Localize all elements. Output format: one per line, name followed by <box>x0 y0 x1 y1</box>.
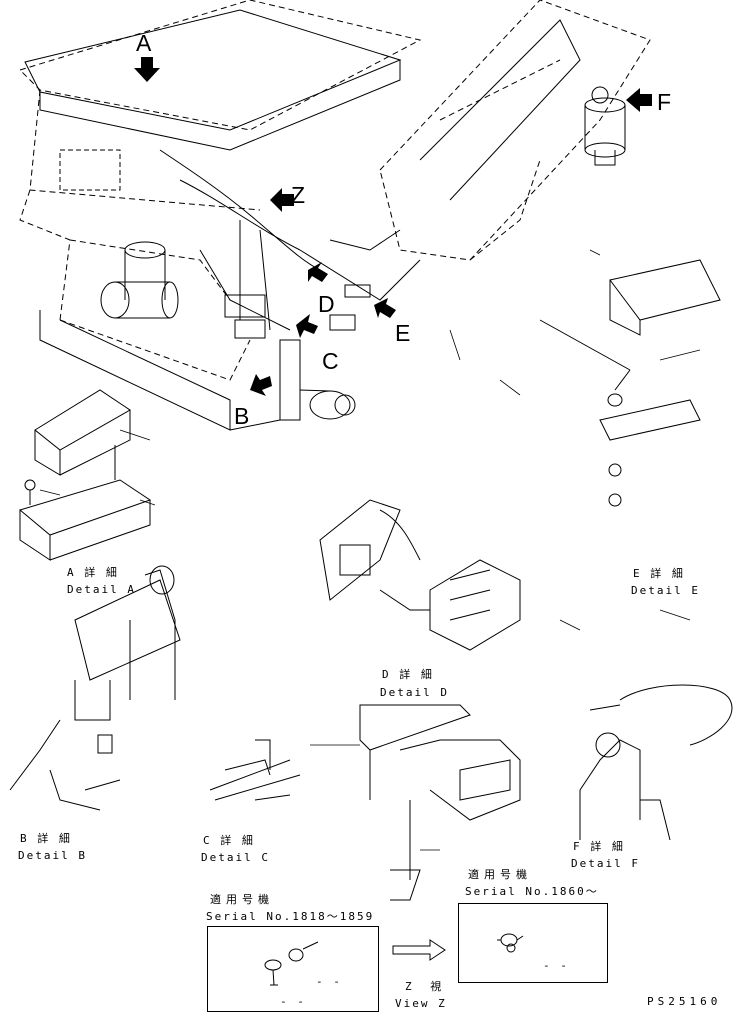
serial-left-box: - - - - <box>207 926 379 1012</box>
detail-a-title-jp: A 詳 細 <box>67 566 119 579</box>
arrow-b <box>250 374 272 396</box>
serial-left-jp: 適用号機 <box>210 893 274 906</box>
detail-c-title-jp: C 詳 細 <box>203 834 255 847</box>
callout-c: C <box>322 348 339 374</box>
serial-right-box: - - <box>458 903 608 983</box>
detail-e-drawing <box>539 259 721 507</box>
central-harness <box>159 149 421 339</box>
serial-left-number: Serial No.1818～1859 <box>206 910 375 923</box>
detail-b-title-jp: B 詳 細 <box>20 832 72 845</box>
machine-frame <box>19 0 422 381</box>
detail-f-drawing <box>579 684 733 841</box>
detail-a-title-en: Detail A <box>67 583 136 596</box>
center-motor <box>279 339 356 421</box>
arrow-c <box>296 314 318 338</box>
detail-e-title-en: Detail E <box>631 584 700 597</box>
callout-f: F <box>657 89 672 115</box>
serial-left-mark-2: - - <box>280 995 306 1008</box>
detail-f-title-en: Detail F <box>571 857 640 870</box>
callout-arrows <box>134 57 652 961</box>
view-z-en: View Z <box>395 997 447 1010</box>
callout-e: E <box>395 320 411 346</box>
leader-lines <box>39 249 701 851</box>
callout-z: Z <box>291 182 306 208</box>
detail-f-title-jp: F 詳 細 <box>573 840 625 853</box>
right-body <box>379 0 651 261</box>
detail-b-title-en: Detail B <box>18 849 87 862</box>
detail-e-title-jp: E 詳 細 <box>633 567 685 580</box>
deck-plate <box>24 9 402 131</box>
serial-left-mark-1: - - <box>316 975 342 988</box>
detail-a-drawing <box>18 389 152 561</box>
serial-right-number: Serial No.1860～ <box>465 885 599 898</box>
arrow-a <box>134 57 160 82</box>
detail-z-drawing <box>359 704 521 901</box>
callout-b: B <box>234 403 250 429</box>
serial-right-part-drawing <box>497 933 524 953</box>
arrow-z <box>270 188 294 212</box>
cylinder-f <box>584 86 626 166</box>
detail-c-title-en: Detail C <box>201 851 270 864</box>
serial-left-part-drawing <box>264 941 319 986</box>
serial-right-mark-1: - - <box>543 959 569 972</box>
serial-right-jp: 適用号機 <box>468 868 532 881</box>
callout-d: D <box>318 291 335 317</box>
detail-d-title-en: Detail D <box>380 686 449 699</box>
arrow-d <box>308 262 328 282</box>
drawing-number: PS25160 <box>647 995 722 1008</box>
detail-d-drawing <box>319 499 521 651</box>
left-cylinder <box>100 241 179 319</box>
arrow-f <box>626 88 652 112</box>
view-z-jp: Z 視 <box>405 980 448 993</box>
detail-d-title-jp: D 詳 細 <box>382 668 434 681</box>
detail-c-drawing <box>209 739 301 801</box>
arrow-view-z <box>392 939 446 961</box>
detail-b-drawing <box>9 565 181 811</box>
callout-a: A <box>136 30 152 56</box>
arrow-e <box>374 298 396 318</box>
